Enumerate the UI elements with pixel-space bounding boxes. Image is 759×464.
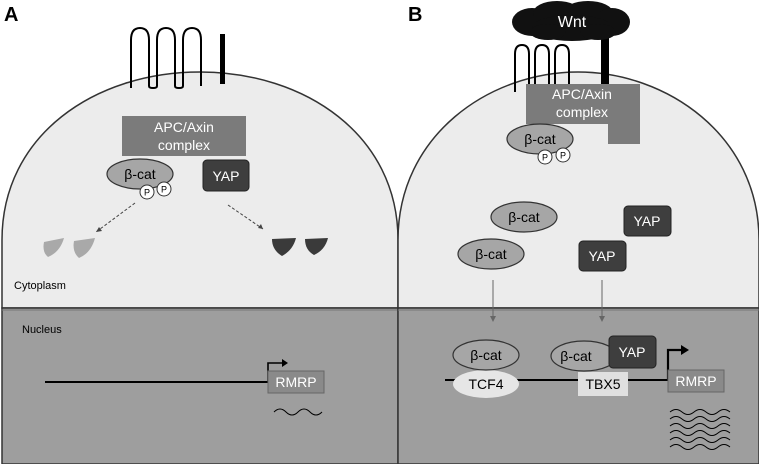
panel-b-complex-label-1: APC/Axin <box>552 86 612 102</box>
panel-b-rmrp-gene <box>667 369 725 393</box>
panel-b-rmrp-label: RMRP <box>675 373 716 389</box>
panel-a-promoter-arrowhead <box>282 359 288 367</box>
panel-b-lrp-coreceptor <box>601 30 609 102</box>
panel-a-degraded-bcat-2 <box>73 238 95 258</box>
panel-b-yap-tbx5-label: YAP <box>619 344 646 360</box>
panel-a-nucleus-label: Nucleus <box>22 324 62 336</box>
panel-b-yap-free-2 <box>578 240 627 272</box>
panel-b-bcat-tbx5-label: β-cat <box>560 348 592 364</box>
panel-a-rmrp-transcript <box>273 408 323 416</box>
panel-a-bcat-degradation-arrow <box>95 202 136 233</box>
panel-b-bcat-free-2 <box>457 238 525 270</box>
panel-a-phospho-1 <box>139 184 155 200</box>
panel-b-bcat-translocation-arrowhead <box>490 316 496 322</box>
panel-b-frizzled-receptor <box>514 43 570 94</box>
panel-b-yap-translocation-arrowhead <box>599 316 605 322</box>
panel-a-rmrp-label: RMRP <box>275 374 316 390</box>
panel-b-bcat-tcf4-label: β-cat <box>470 347 502 363</box>
panel-b-bcat-complex-label: β-cat <box>524 131 556 147</box>
panel-a: A APC/Axin complex β-cat P P YAP <box>1 4 399 464</box>
panel-a-phospho-2 <box>156 181 172 197</box>
panel-b-tcf4-label: TCF4 <box>469 376 504 392</box>
panel-b-phospho-2-label: P <box>560 151 566 161</box>
panel-b-bcat-free-1-label: β-cat <box>508 209 540 225</box>
panel-b-bcat-free-1 <box>490 201 558 233</box>
panel-b-phospho-1-label: P <box>542 153 548 163</box>
panel-a-yap-degradation-arrowhead <box>258 224 263 229</box>
panel-a-yap-degradation-arrow <box>227 204 264 230</box>
panel-b-phospho-1 <box>537 149 553 165</box>
panel-a-yap-label: YAP <box>213 168 240 184</box>
panel-b-complex-label-2: complex <box>556 104 608 120</box>
panel-a-nucleus <box>1 307 399 464</box>
panel-b-bcat-tcf4 <box>452 339 520 371</box>
panel-a-bcat-label: β-cat <box>124 166 156 182</box>
panel-a-phospho-2-label: P <box>161 185 167 195</box>
panel-b: B Wnt APC/Axin complex β-cat P P <box>397 1 759 464</box>
panel-a-complex-label-2: complex <box>158 137 210 153</box>
panel-b-label: B <box>408 4 422 26</box>
panel-b-promoter-arrowhead <box>681 345 689 355</box>
panel-b-yap-tbx5 <box>608 335 657 369</box>
panel-b-tbx5-label: TBX5 <box>585 376 620 392</box>
panel-a-degraded-bcat-1 <box>43 238 64 257</box>
panel-a-frizzled-receptor <box>130 26 202 90</box>
panel-b-rmrp-transcripts <box>669 409 731 450</box>
panel-a-lrp-coreceptor <box>220 34 225 84</box>
panel-a-cytoplasm <box>1 71 399 309</box>
panel-b-yap-free-1 <box>623 205 672 237</box>
panel-b-wnt-ligand <box>512 1 630 41</box>
panel-b-phospho-2 <box>555 147 571 163</box>
panel-a-yap <box>202 159 250 192</box>
panel-a-degraded-yap-1 <box>272 238 296 256</box>
panel-a-phospho-1-label: P <box>144 188 150 198</box>
panel-b-tcf4 <box>453 370 519 398</box>
panel-a-degraded-yap-2 <box>305 238 328 255</box>
panel-b-apc-axin-complex <box>526 84 640 144</box>
panel-a-cytoplasm-label: Cytoplasm <box>14 280 66 292</box>
panel-a-label: A <box>4 4 18 26</box>
panel-a-apc-axin-complex <box>122 116 246 156</box>
panel-a-complex-label-1: APC/Axin <box>154 119 214 135</box>
panel-b-yap-free-1-label: YAP <box>634 213 661 229</box>
panel-b-yap-free-2-label: YAP <box>589 248 616 264</box>
panel-a-rmrp-gene <box>267 370 325 394</box>
panel-a-bcat-degradation-arrowhead <box>96 227 102 232</box>
panel-b-bcat-free-2-label: β-cat <box>475 246 507 262</box>
panel-a-bcat <box>106 158 174 190</box>
panel-b-wnt-label: Wnt <box>558 14 587 31</box>
panel-b-tbx5 <box>578 372 628 396</box>
